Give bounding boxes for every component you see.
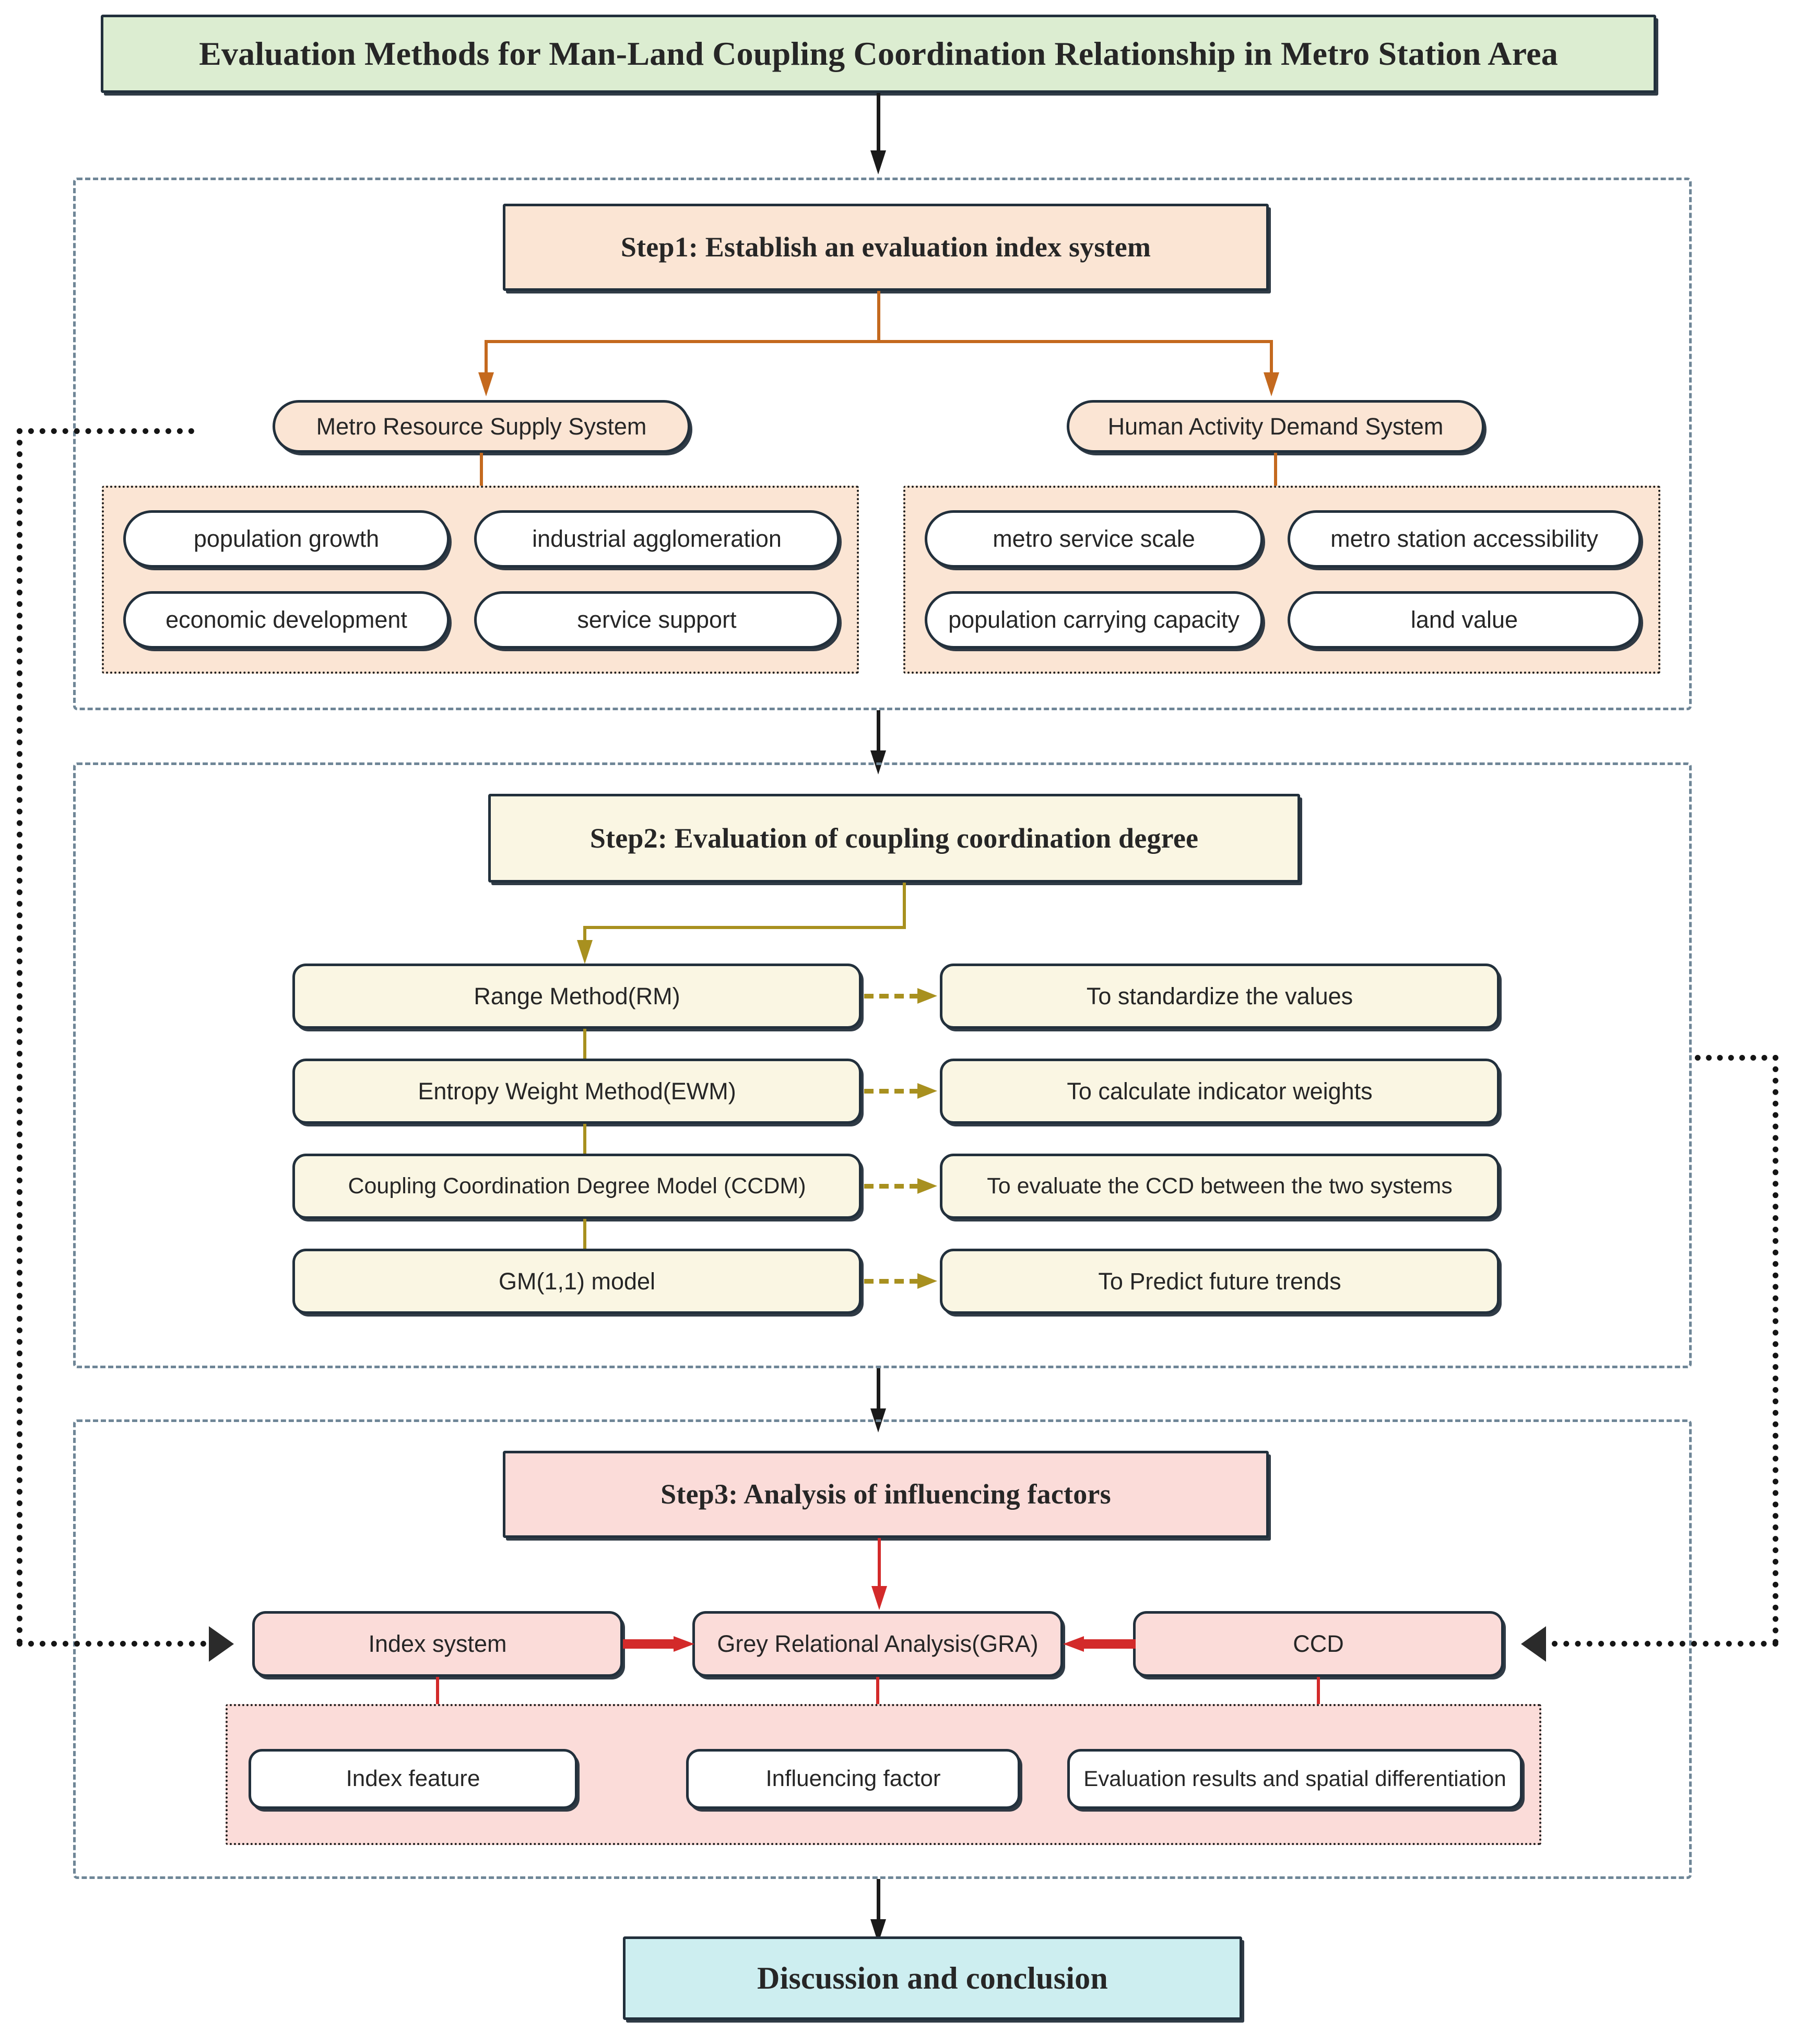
- arrow-index-to-gra-head: [674, 1636, 694, 1652]
- step1-fork-right: [1270, 340, 1273, 377]
- feedback-right-top-segment: [1695, 1055, 1778, 1061]
- arrow-step3-to-conclusion-line: [877, 1879, 880, 1926]
- arrow-step3-to-gra-head: [871, 1586, 887, 1610]
- step3-node-index-system[interactable]: Index system: [252, 1611, 623, 1677]
- step1-header: Step1: Establish an evaluation index sys…: [503, 204, 1269, 291]
- system-pill-metro-resource-supply[interactable]: Metro Resource Supply System: [273, 400, 690, 453]
- indicator-service-support[interactable]: service support: [474, 591, 840, 649]
- output-index-feature[interactable]: Index feature: [249, 1749, 577, 1809]
- indicator-group-supply: population growth industrial agglomerati…: [102, 486, 859, 674]
- indicator-population-carrying-capacity[interactable]: population carrying capacity: [925, 591, 1263, 649]
- step2-dashed-head-3: [917, 1273, 937, 1289]
- indicator-group-demand: metro service scale metro station access…: [903, 486, 1660, 674]
- arrow-step1-to-step2-line: [877, 710, 880, 757]
- arrow-title-to-step1-head: [870, 150, 886, 174]
- output-influencing-factor[interactable]: Influencing factor: [686, 1749, 1020, 1809]
- step3-node-ccd[interactable]: CCD: [1133, 1611, 1504, 1677]
- step2-elbow-head: [577, 940, 593, 964]
- step2-elbow-horizontal: [583, 926, 906, 929]
- step2-purpose-evaluate-ccd: To evaluate the CCD between the two syst…: [940, 1154, 1500, 1219]
- step2-chain-line-1: [583, 1124, 586, 1175]
- indicator-land-value[interactable]: land value: [1288, 591, 1641, 649]
- arrow-index-to-gra-line: [623, 1639, 678, 1649]
- step2-dashed-connector-1: [864, 1089, 919, 1094]
- arrow-step2-to-step3-line: [877, 1368, 880, 1415]
- indicator-economic-development[interactable]: economic development: [123, 591, 450, 649]
- step2-elbow-vertical-left: [583, 926, 586, 946]
- step2-dashed-head-1: [917, 1083, 937, 1099]
- step2-method-entropy-weight-method[interactable]: Entropy Weight Method(EWM): [292, 1059, 862, 1124]
- step2-method-range-method[interactable]: Range Method(RM): [292, 964, 862, 1029]
- step1-container: [73, 178, 1692, 710]
- diagram-title: Evaluation Methods for Man-Land Coupling…: [101, 15, 1656, 93]
- arrow-supply-to-group-line: [480, 453, 483, 508]
- step3-header: Step3: Analysis of influencing factors: [503, 1451, 1269, 1538]
- step2-dashed-head-0: [917, 988, 937, 1004]
- step1-fork-left: [485, 340, 488, 377]
- step1-fork-bar: [485, 340, 1273, 343]
- arrow-demand-to-group-line: [1274, 453, 1277, 508]
- feedback-left-arrowhead: [209, 1626, 234, 1662]
- step3-node-grey-relational-analysis[interactable]: Grey Relational Analysis(GRA): [692, 1611, 1063, 1677]
- step2-chain-line-2: [583, 1219, 586, 1270]
- step1-fork-stem: [877, 291, 880, 343]
- step2-purpose-predict-trends: To Predict future trends: [940, 1249, 1500, 1314]
- step2-dashed-connector-0: [864, 994, 919, 998]
- feedback-left-vertical: [17, 428, 22, 1645]
- step2-method-ccdm[interactable]: Coupling Coordination Degree Model (CCDM…: [292, 1154, 862, 1219]
- arrow-ccd-to-gra-line: [1081, 1639, 1136, 1649]
- system-pill-human-activity-demand[interactable]: Human Activity Demand System: [1067, 400, 1484, 453]
- indicator-metro-station-accessibility[interactable]: metro station accessibility: [1288, 510, 1641, 568]
- step1-fork-left-head: [478, 372, 494, 396]
- feedback-left-bottom-segment: [17, 1641, 218, 1647]
- step2-chain-line-0: [583, 1029, 586, 1080]
- step2-purpose-indicator-weights: To calculate indicator weights: [940, 1059, 1500, 1124]
- feedback-right-vertical: [1773, 1055, 1778, 1645]
- step2-elbow-vertical-right: [903, 883, 906, 929]
- feedback-right-bottom-segment: [1552, 1641, 1778, 1647]
- step2-dashed-head-2: [917, 1178, 937, 1194]
- feedback-left-top-segment: [17, 428, 194, 434]
- step2-dashed-connector-3: [864, 1279, 919, 1284]
- indicator-industrial-agglomeration[interactable]: industrial agglomeration: [474, 510, 840, 568]
- step2-dashed-connector-2: [864, 1184, 919, 1189]
- step1-fork-right-head: [1264, 372, 1279, 396]
- output-evaluation-results[interactable]: Evaluation results and spatial different…: [1067, 1749, 1523, 1809]
- indicator-population-growth[interactable]: population growth: [123, 510, 450, 568]
- step2-header: Step2: Evaluation of coupling coordinati…: [488, 794, 1300, 883]
- indicator-metro-service-scale[interactable]: metro service scale: [925, 510, 1263, 568]
- arrow-title-to-step1-line: [877, 93, 880, 156]
- arrow-step3-to-gra-line: [878, 1538, 881, 1593]
- step2-method-gm11[interactable]: GM(1,1) model: [292, 1249, 862, 1314]
- step2-container: [73, 762, 1692, 1368]
- feedback-right-arrowhead: [1521, 1626, 1546, 1662]
- arrow-ccd-to-gra-head: [1063, 1636, 1084, 1652]
- step3-container: [73, 1419, 1692, 1879]
- step2-purpose-standardize: To standardize the values: [940, 964, 1500, 1029]
- conclusion-box: Discussion and conclusion: [623, 1936, 1242, 2020]
- step3-outputs-group: Index feature Influencing factor Evaluat…: [226, 1704, 1541, 1845]
